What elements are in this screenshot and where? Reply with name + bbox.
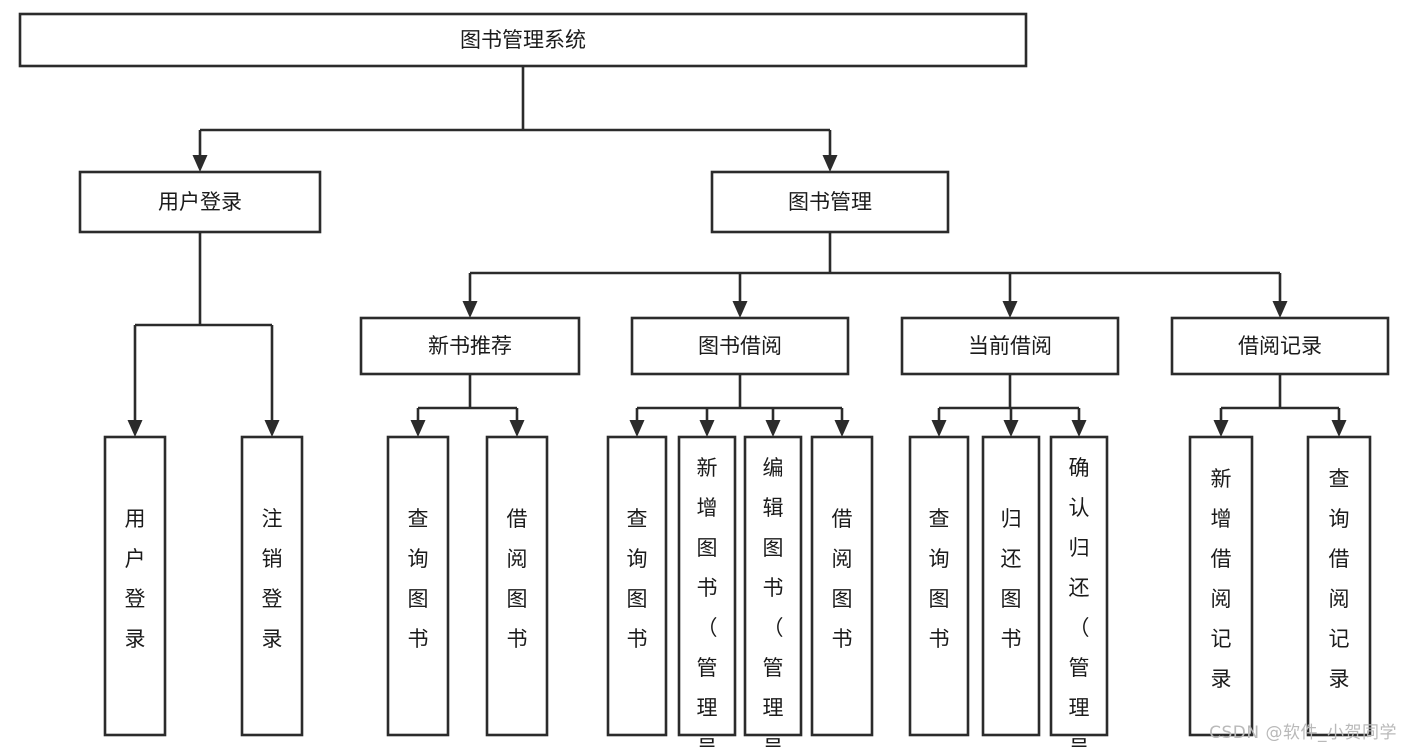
arrow-head-icon <box>1272 301 1288 318</box>
node-leaf-edit-book[interactable]: 编辑图书（管理员） <box>743 435 803 747</box>
node-box-leaf-query-book-2 <box>606 435 668 737</box>
node-user-login[interactable]: 用户登录 <box>78 170 322 234</box>
node-label-leaf-add-book: 新增图书（管理员） <box>697 456 718 747</box>
arrow-head-icon <box>699 420 715 437</box>
node-box-leaf-add-record <box>1188 435 1254 737</box>
arrow-head-icon <box>1331 420 1347 437</box>
node-box-leaf-confirm-return <box>1049 435 1109 737</box>
node-leaf-query-book-3[interactable]: 查询图书 <box>908 435 970 737</box>
node-leaf-add-book[interactable]: 新增图书（管理员） <box>677 435 737 747</box>
node-book-borrow[interactable]: 图书借阅 <box>630 316 850 376</box>
node-label-leaf-borrow-book-1: 借阅图书 <box>507 507 528 651</box>
node-box-current-borrow <box>900 316 1120 376</box>
node-box-leaf-borrow-book-2 <box>810 435 874 737</box>
arrow-head-icon <box>822 155 838 172</box>
node-label-leaf-query-book-3: 查询图书 <box>929 507 950 651</box>
node-box-leaf-user-login <box>103 435 167 737</box>
node-label-leaf-return-book: 归还图书 <box>1001 507 1022 651</box>
node-new-book-rec[interactable]: 新书推荐 <box>359 316 581 376</box>
node-borrow-record[interactable]: 借阅记录 <box>1170 316 1390 376</box>
node-leaf-user-login[interactable]: 用户登录 <box>103 435 167 737</box>
node-leaf-borrow-book-2[interactable]: 借阅图书 <box>810 435 874 737</box>
arrow-head-icon <box>1213 420 1229 437</box>
arrow-head-icon <box>629 420 645 437</box>
node-box-leaf-add-book <box>677 435 737 737</box>
arrow-head-icon <box>765 420 781 437</box>
node-box-leaf-user-logout <box>240 435 304 737</box>
node-leaf-return-book[interactable]: 归还图书 <box>981 435 1041 737</box>
node-leaf-user-logout[interactable]: 注销登录 <box>240 435 304 737</box>
node-box-user-login <box>78 170 322 234</box>
node-label-root: 图书管理系统 <box>460 28 586 52</box>
arrow-head-icon <box>732 301 748 318</box>
connector-layer <box>127 66 1347 437</box>
node-box-leaf-borrow-book-1 <box>485 435 549 737</box>
node-root[interactable]: 图书管理系统 <box>18 12 1028 68</box>
node-box-leaf-query-record <box>1306 435 1372 737</box>
node-box-new-book-rec <box>359 316 581 376</box>
node-box-leaf-query-book-3 <box>908 435 970 737</box>
node-box-leaf-query-book-1 <box>386 435 450 737</box>
node-label-current-borrow: 当前借阅 <box>968 334 1052 358</box>
node-label-borrow-record: 借阅记录 <box>1238 334 1322 358</box>
node-label-book-borrow: 图书借阅 <box>698 334 782 358</box>
node-box-leaf-return-book <box>981 435 1041 737</box>
node-box-borrow-record <box>1170 316 1390 376</box>
node-leaf-confirm-return[interactable]: 确认归还（管理员） <box>1049 435 1109 747</box>
node-label-user-login: 用户登录 <box>158 190 242 214</box>
arrow-head-icon <box>1002 301 1018 318</box>
node-label-new-book-rec: 新书推荐 <box>428 334 512 358</box>
node-box-book-borrow <box>630 316 850 376</box>
arrow-head-icon <box>462 301 478 318</box>
arrow-head-icon <box>264 420 280 437</box>
arrow-head-icon <box>509 420 525 437</box>
node-leaf-query-book-2[interactable]: 查询图书 <box>606 435 668 737</box>
node-box-root <box>18 12 1028 68</box>
watermark-label: CSDN @软件_小贺同学 <box>1209 723 1397 743</box>
node-leaf-borrow-book-1[interactable]: 借阅图书 <box>485 435 549 737</box>
node-label-book-manage: 图书管理 <box>788 190 872 214</box>
arrow-head-icon <box>834 420 850 437</box>
node-leaf-add-record[interactable]: 新增借阅记录 <box>1188 435 1254 737</box>
arrow-head-icon <box>931 420 947 437</box>
arrow-head-icon <box>410 420 426 437</box>
node-label-leaf-user-logout: 注销登录 <box>262 507 283 651</box>
node-box-book-manage <box>710 170 950 234</box>
node-label-leaf-query-book-2: 查询图书 <box>627 507 648 651</box>
node-book-manage[interactable]: 图书管理 <box>710 170 950 234</box>
arrow-head-icon <box>1003 420 1019 437</box>
node-box-leaf-edit-book <box>743 435 803 737</box>
node-label-leaf-query-book-1: 查询图书 <box>408 507 429 651</box>
node-label-leaf-user-login: 用户登录 <box>125 507 146 651</box>
arrow-head-icon <box>1071 420 1087 437</box>
node-label-leaf-add-record: 新增借阅记录 <box>1211 467 1232 691</box>
node-layer: 图书管理系统用户登录图书管理新书推荐图书借阅当前借阅借阅记录用户登录注销登录查询… <box>18 12 1390 747</box>
arrow-head-icon <box>127 420 143 437</box>
node-label-leaf-edit-book: 编辑图书（管理员） <box>763 456 784 747</box>
node-leaf-query-record[interactable]: 查询借阅记录 <box>1306 435 1372 737</box>
arrow-head-icon <box>192 155 208 172</box>
node-label-leaf-borrow-book-2: 借阅图书 <box>832 507 853 651</box>
node-label-leaf-confirm-return: 确认归还（管理员） <box>1069 456 1090 747</box>
node-label-leaf-query-record: 查询借阅记录 <box>1329 467 1350 691</box>
node-current-borrow[interactable]: 当前借阅 <box>900 316 1120 376</box>
node-leaf-query-book-1[interactable]: 查询图书 <box>386 435 450 737</box>
